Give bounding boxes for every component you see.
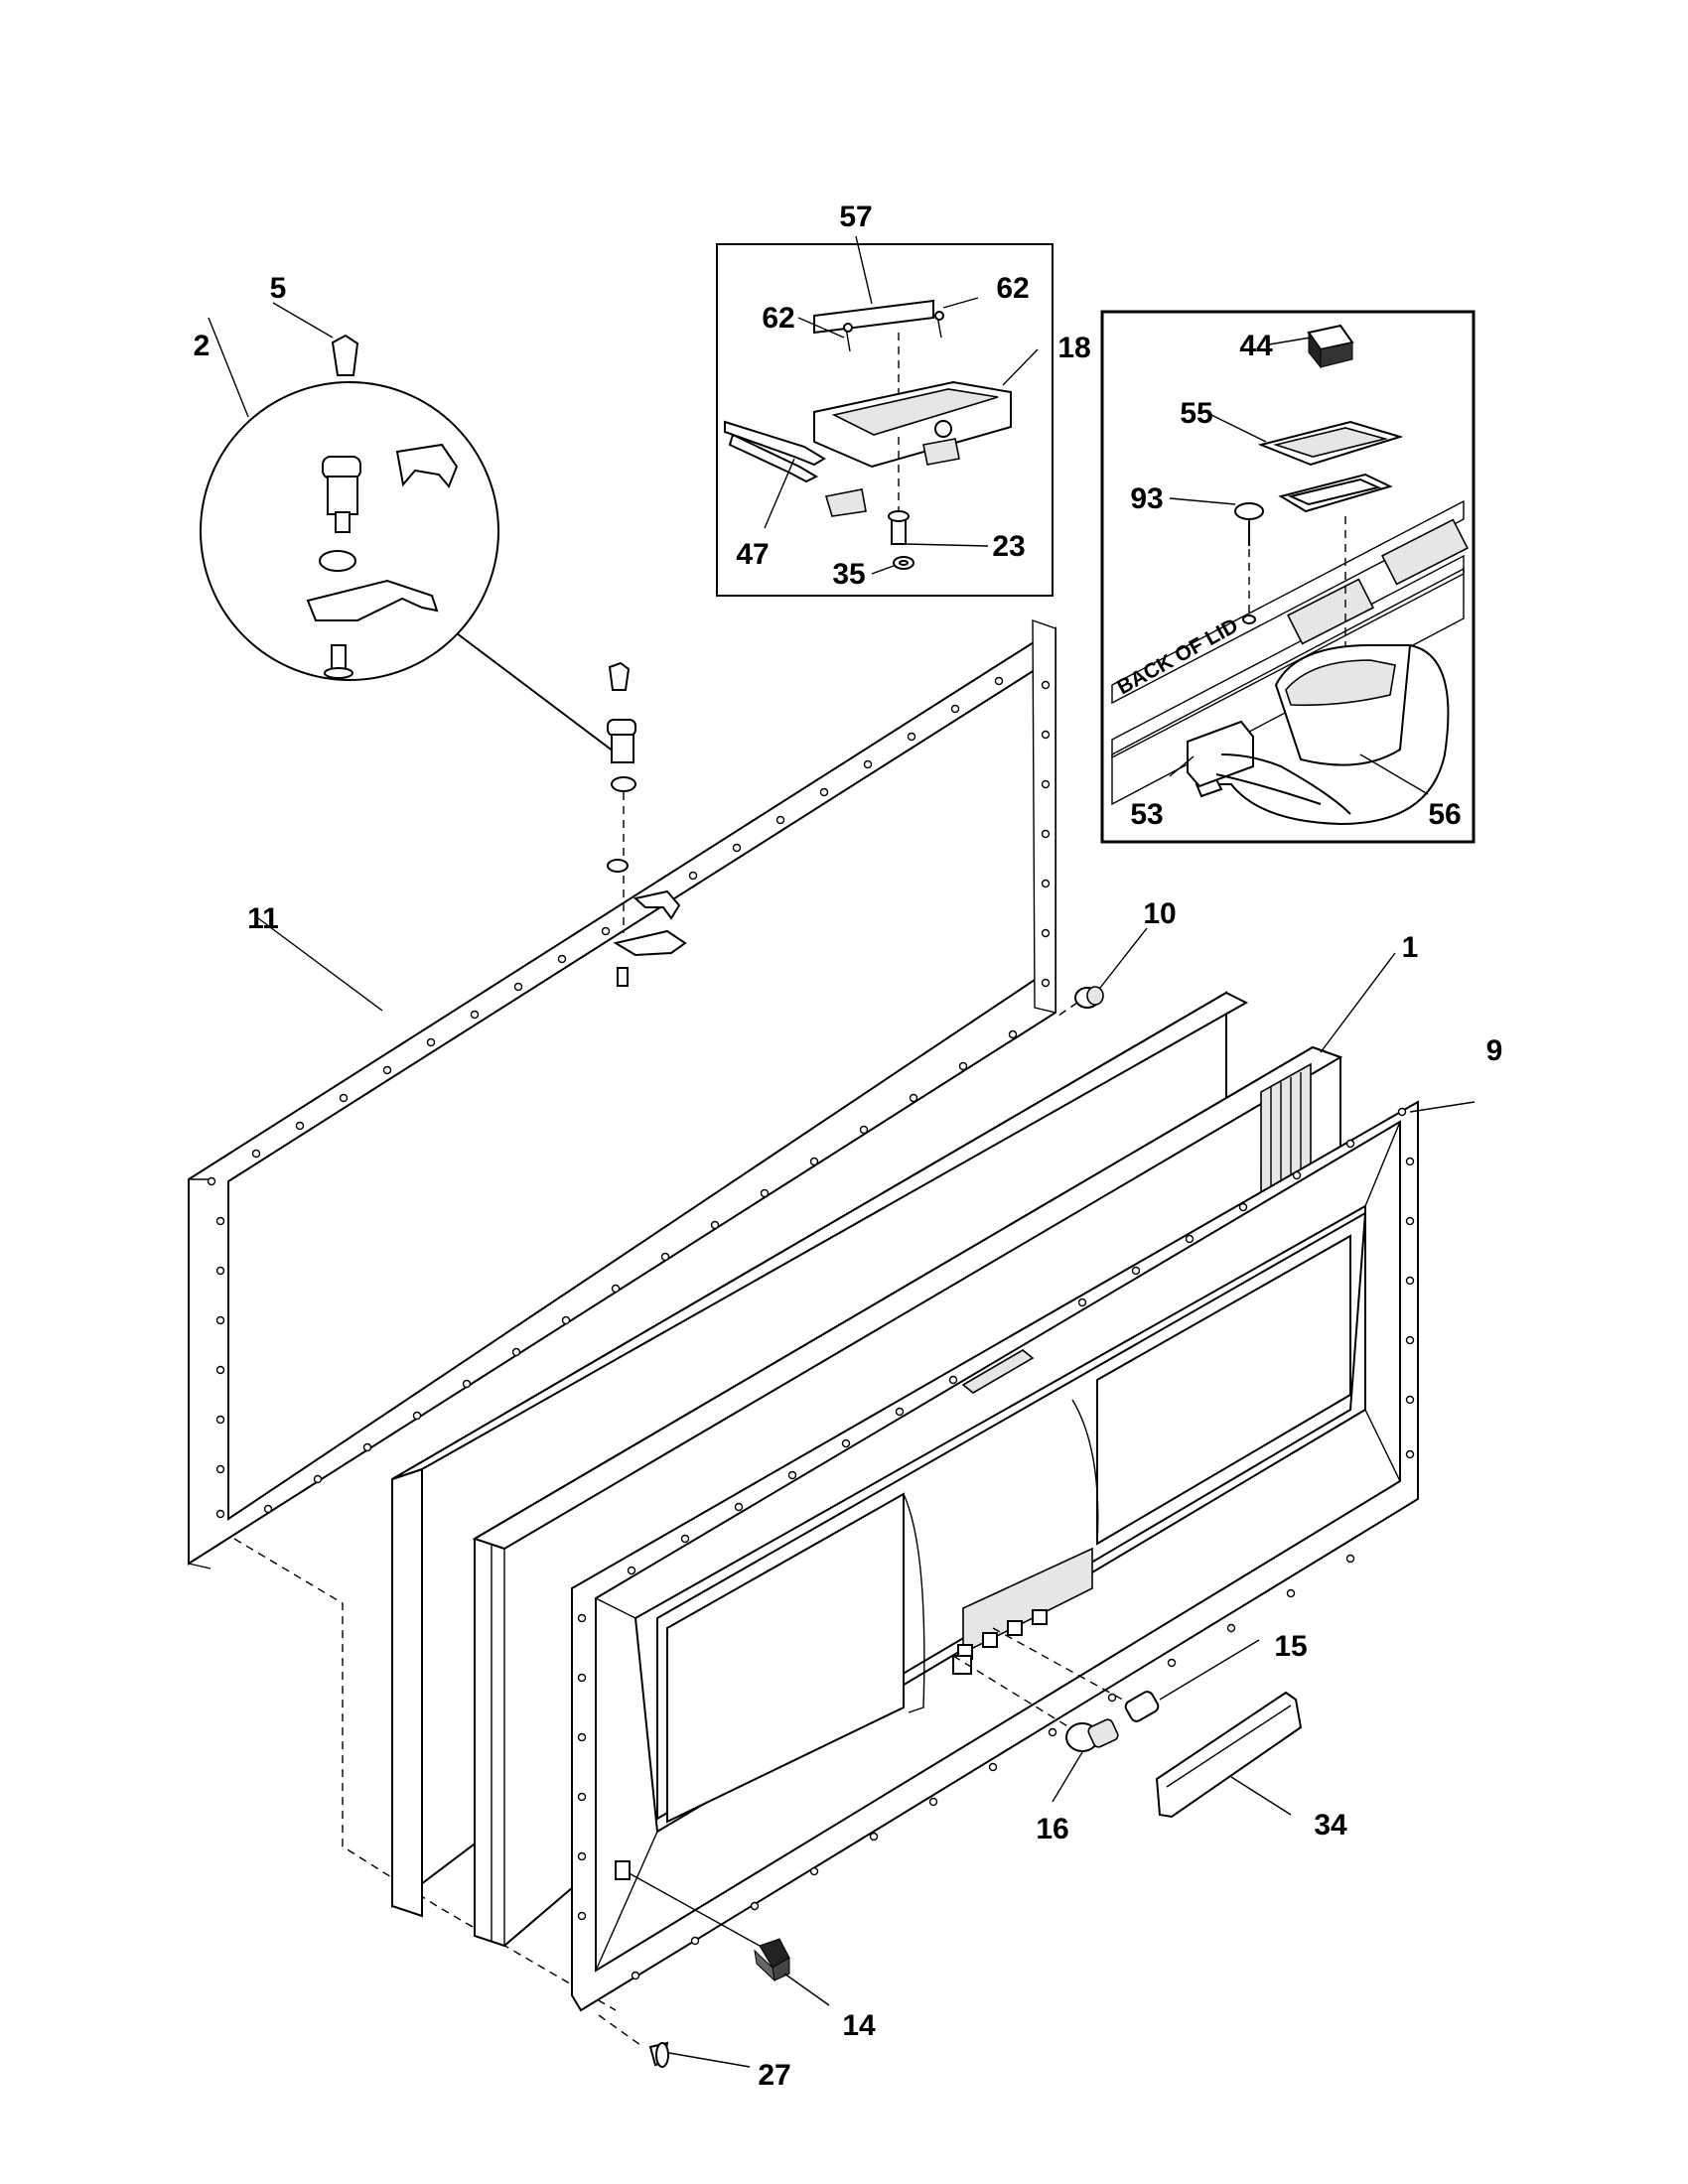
callout-62-left: 62 (762, 302, 794, 335)
light-bulb-icon (1065, 1718, 1119, 1752)
back-of-lid-label: BACK OF LID (1113, 614, 1242, 700)
callout-9: 9 (1486, 1034, 1503, 1067)
lock-cam-icon (306, 579, 439, 621)
lock-cylinder-icon (322, 456, 361, 533)
lid-gasket-frame (188, 619, 1056, 1570)
callout-1: 1 (1402, 931, 1419, 964)
callout-labels: 57 62 62 18 47 23 35 44 55 93 53 56 5 2 … (194, 201, 1503, 2092)
callout-10: 10 (1143, 897, 1176, 930)
callout-93: 93 (1130, 482, 1163, 515)
callout-5: 5 (270, 272, 287, 305)
callout-56: 56 (1428, 798, 1461, 831)
callout-57: 57 (839, 201, 872, 233)
callout-16: 16 (1036, 1813, 1068, 1845)
rocker-switch-lower-icon (615, 1860, 790, 1982)
light-switch-inset: BACK OF LID (1100, 310, 1476, 844)
callout-15: 15 (1274, 1630, 1307, 1663)
callout-27: 27 (758, 2059, 790, 2092)
push-pin-icon (598, 2014, 669, 2068)
outer-panel-mount-holes (577, 1107, 1415, 1980)
lock-clip-icon (395, 443, 459, 488)
lock-assembly (607, 661, 687, 987)
leader-lines (208, 235, 1476, 2068)
callout-34: 34 (1314, 1809, 1347, 1842)
bumper-icon (1055, 986, 1104, 1019)
callout-18: 18 (1057, 332, 1090, 364)
callout-11: 11 (247, 902, 279, 935)
callout-35: 35 (832, 558, 865, 591)
light-socket-icon (1124, 1691, 1160, 1722)
light-lens-icon (1155, 1691, 1303, 1819)
callout-14: 14 (842, 2009, 876, 2042)
lock-detail-circle (200, 334, 619, 755)
callout-55: 55 (1180, 397, 1212, 430)
callout-2: 2 (194, 330, 211, 362)
callout-53: 53 (1130, 798, 1163, 831)
rocker-switch-icon (1307, 324, 1354, 369)
callout-47: 47 (736, 538, 769, 571)
callout-44: 44 (1239, 330, 1273, 362)
handle-detail-inset (716, 243, 1054, 597)
callout-62-right: 62 (996, 272, 1029, 305)
lock-washer-icon (319, 550, 356, 572)
lock-key-icon (331, 334, 359, 376)
outer-lid-panel (571, 1100, 1419, 2012)
callout-23: 23 (992, 530, 1025, 563)
gasket-mount-holes (207, 676, 1051, 1519)
